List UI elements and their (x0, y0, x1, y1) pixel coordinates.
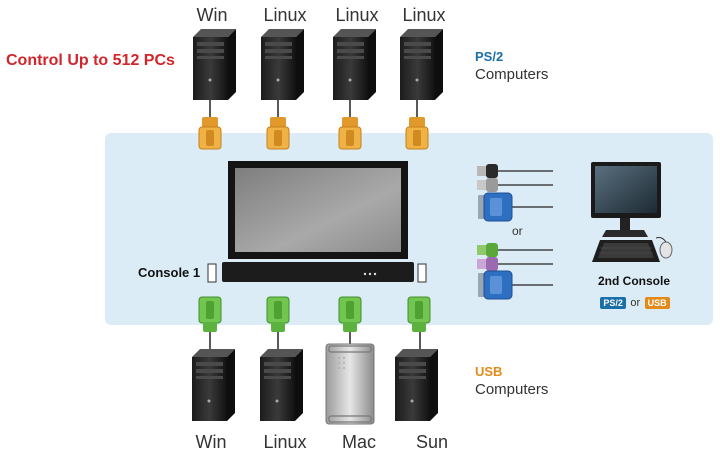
ps2-computers-label: PS/2 Computers (475, 48, 548, 84)
usb-adapter-4 (407, 296, 431, 332)
ps2-adapter-1 (198, 117, 222, 150)
mac-pro-bottom-3 (325, 343, 375, 425)
second-console-keyboard (592, 240, 660, 262)
usb-adapter-2 (266, 296, 290, 332)
ps2-plug-green (477, 243, 498, 257)
ps2-adapters (198, 117, 429, 150)
usb-plug-black (477, 164, 498, 178)
second-console-label: 2nd Console (597, 274, 670, 288)
top-os-label-3: Linux (335, 5, 379, 25)
second-console-badges: PS/2 or USB (593, 293, 677, 311)
usb-badge: USB (644, 297, 670, 309)
second-console-mouse (655, 237, 673, 259)
lcd-monitor (228, 161, 408, 259)
usb-adapter-1 (198, 296, 222, 332)
ps2-badge: PS/2 (600, 297, 626, 309)
tower-top-3 (333, 29, 376, 100)
badge-or: or (630, 297, 641, 309)
bottom-os-label-3: Mac (341, 432, 376, 452)
bottom-os-label-4: Sun (415, 432, 449, 452)
console-1-label: Console 1 (138, 265, 201, 280)
second-console-monitor (591, 162, 661, 237)
tower-top-2 (261, 29, 304, 100)
top-os-label-2: Linux (263, 5, 307, 25)
usb-label: Computers (475, 381, 549, 398)
tower-bottom-4 (395, 349, 438, 421)
ps2-adapter-3 (338, 117, 362, 150)
tower-top-1 (193, 29, 236, 100)
bottom-os-label-2: Linux (263, 432, 307, 452)
usb-computers-label: USB Computers (475, 363, 548, 399)
connector-or-label: or (512, 224, 523, 238)
usb-adapter-3 (338, 296, 362, 332)
ps2-label: Computers (475, 66, 549, 83)
tower-bottom-2 (260, 349, 303, 421)
usb-plug-gray (477, 178, 498, 192)
ps2-kind: PS/2 (475, 49, 504, 64)
vga-plug-bottom (478, 270, 513, 300)
usb-adapters (198, 296, 431, 332)
connector-cables (497, 170, 553, 286)
bottom-os-label-1: Win (195, 432, 227, 452)
ps2-adapter-4 (405, 117, 429, 150)
vga-plug-top (478, 192, 513, 222)
ps2-plug-purple (477, 257, 498, 271)
bottom-cables (209, 332, 421, 350)
top-os-label-1: Win (196, 5, 228, 25)
tower-bottom-1 (192, 349, 235, 421)
tower-top-4 (400, 29, 443, 100)
ps2-adapter-2 (266, 117, 290, 150)
top-cables (209, 100, 418, 118)
usb-kind: USB (475, 364, 503, 379)
headline: Control Up to 512 PCs (6, 52, 175, 69)
top-os-label-4: Linux (402, 5, 446, 25)
kvm-unit (207, 262, 427, 283)
